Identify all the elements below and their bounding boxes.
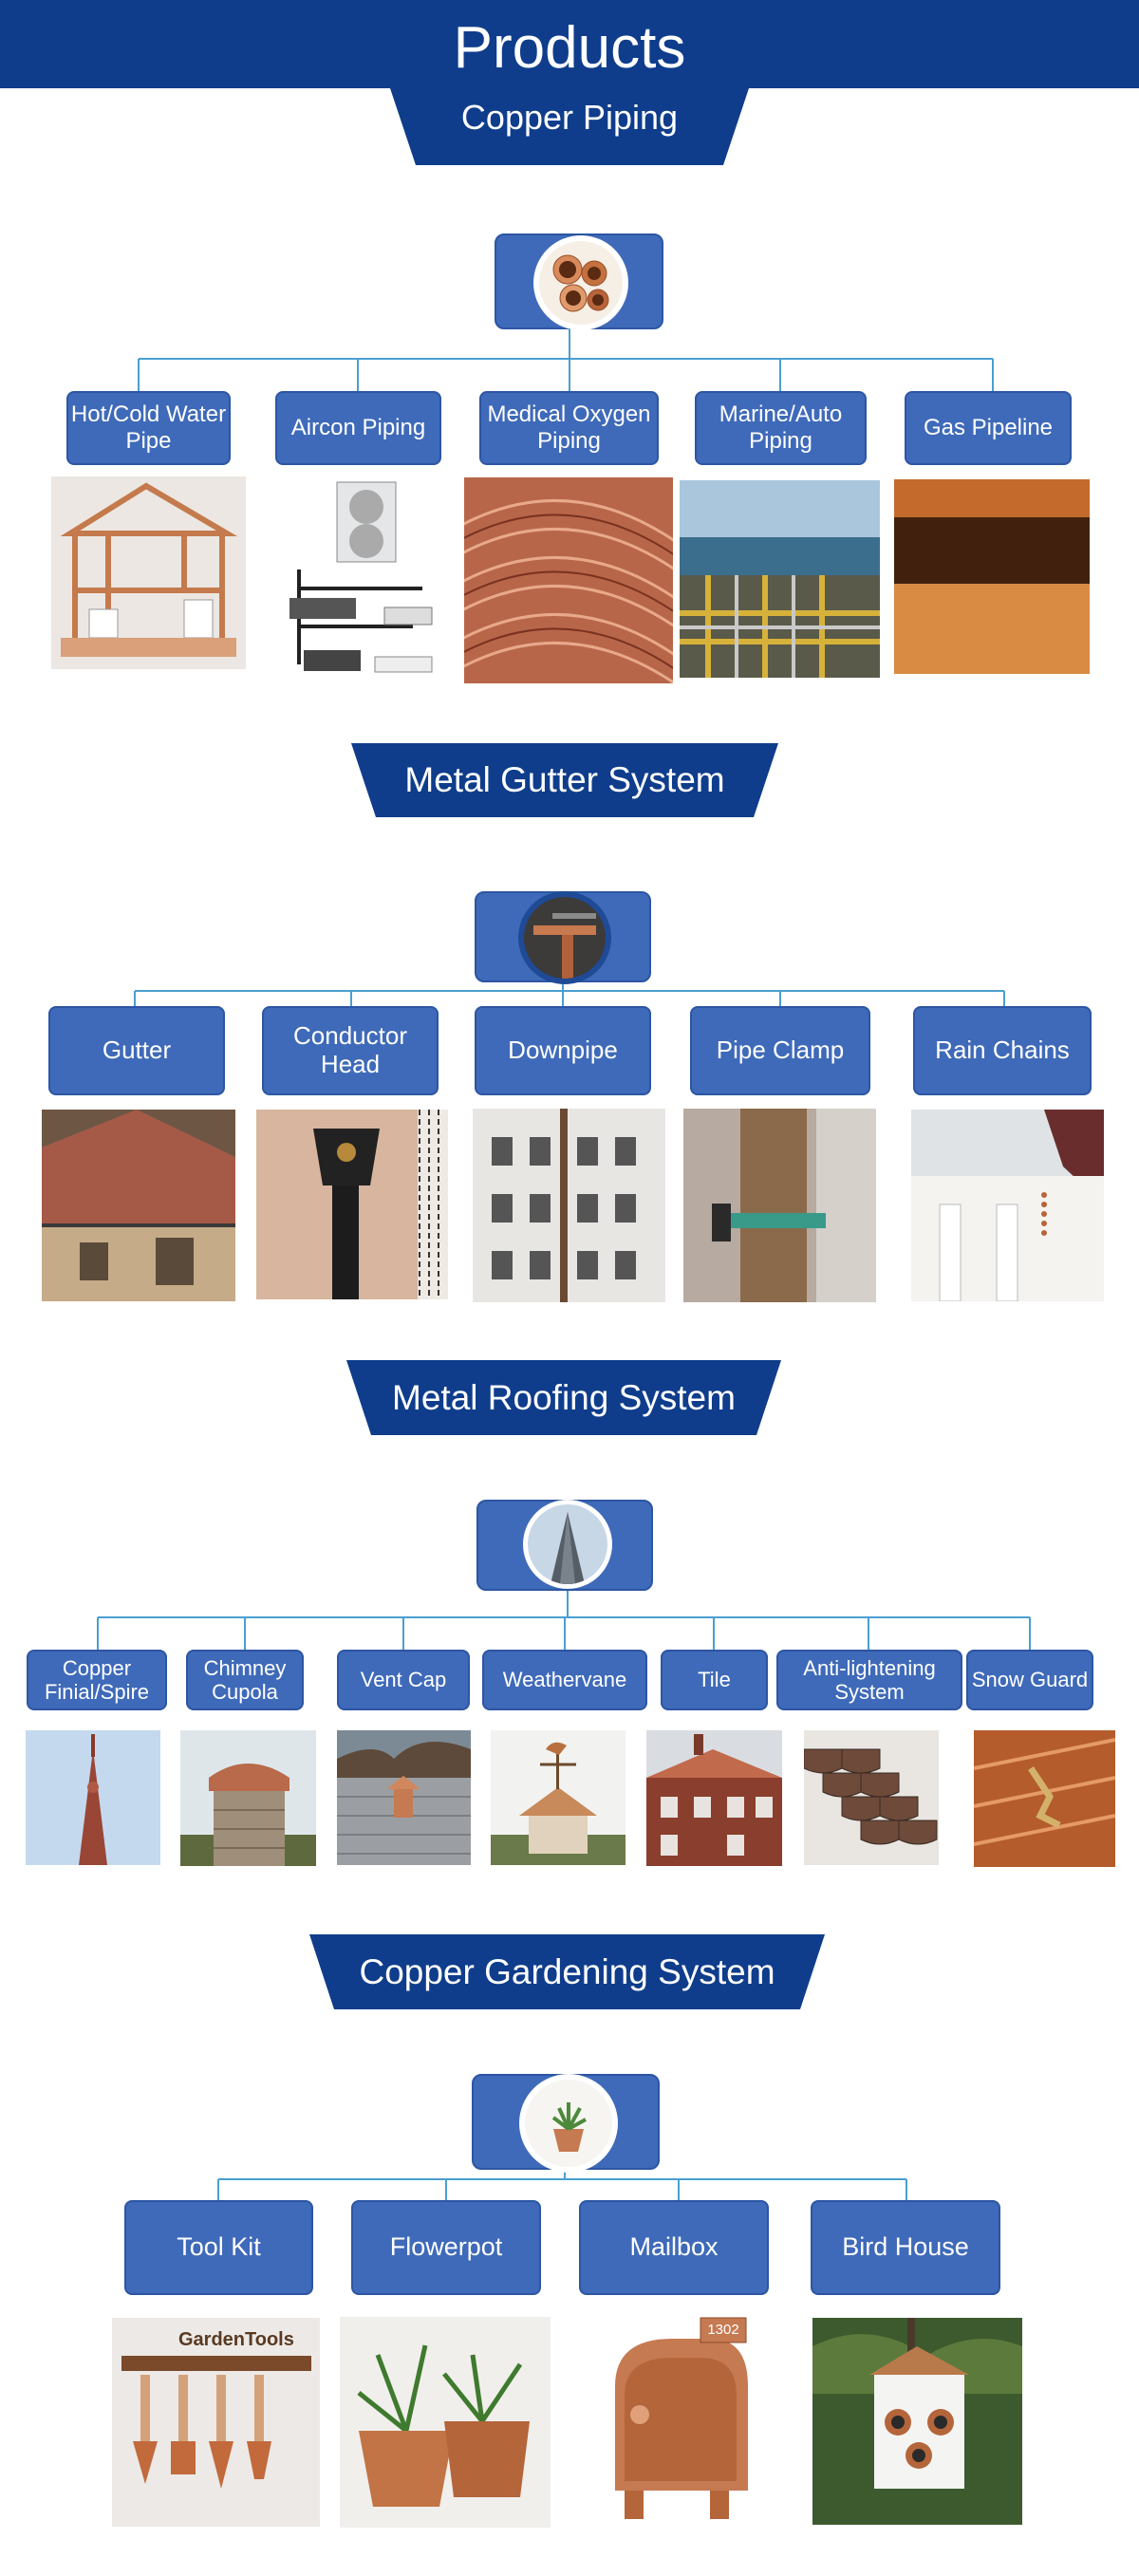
- photo-flowerpot: [340, 2317, 551, 2528]
- photo-conductor-head: [256, 1110, 448, 1299]
- category-medical-oxygen-piping[interactable]: Medical Oxygen Piping: [479, 391, 659, 465]
- photo-anti-lightening-system: [804, 1730, 939, 1865]
- category-snow-guard[interactable]: Snow Guard: [966, 1650, 1093, 1710]
- photo-aircon-piping: [280, 475, 443, 681]
- gutter-icon: [524, 897, 606, 979]
- category-weathervane[interactable]: Weathervane: [482, 1650, 647, 1710]
- photo-bird-house: [812, 2318, 1022, 2525]
- photo-tile: [646, 1730, 782, 1866]
- copper-piping-hub: [495, 233, 663, 330]
- category-bird-house[interactable]: Bird House: [811, 2200, 1000, 2295]
- photo-rain-chains: [911, 1110, 1104, 1301]
- gardening-hub: [472, 2074, 660, 2173]
- photo-marine-auto-piping: [680, 480, 880, 678]
- toolkit-sign-text: GardenTools: [178, 2329, 294, 2350]
- category-chimney-cupola[interactable]: Chimney Cupola: [186, 1650, 304, 1710]
- page-title: Products: [453, 15, 686, 81]
- photo-pipe-clamp: [683, 1109, 876, 1302]
- banner-shape: [351, 743, 778, 817]
- photo-chimney-cupola: [180, 1730, 316, 1866]
- photo-hot-cold-water-pipe: [51, 476, 246, 669]
- category-vent-cap[interactable]: Vent Cap: [337, 1650, 470, 1710]
- flowerpot-icon: [525, 2080, 612, 2167]
- category-rain-chains[interactable]: Rain Chains: [913, 1006, 1092, 1095]
- category-hot-cold-water-pipe[interactable]: Hot/Cold Water Pipe: [66, 391, 231, 465]
- section-banner-copper-piping: Copper Piping: [389, 85, 750, 165]
- gutter-hub: [475, 891, 651, 984]
- category-gas-pipeline[interactable]: Gas Pipeline: [905, 391, 1072, 465]
- photo-mailbox: 1302: [606, 2310, 754, 2529]
- category-tool-kit[interactable]: Tool Kit: [124, 2200, 313, 2295]
- category-anti-lightening-system[interactable]: Anti-lightening System: [776, 1650, 962, 1710]
- category-downpipe[interactable]: Downpipe: [475, 1006, 651, 1095]
- section-title-gutter: Metal Gutter System: [404, 760, 725, 799]
- banner-shape: [389, 85, 750, 165]
- category-mailbox[interactable]: Mailbox: [579, 2200, 769, 2295]
- section-title-copper-piping: Copper Piping: [460, 98, 679, 137]
- category-gutter[interactable]: Gutter: [48, 1006, 225, 1095]
- banner-shape: [309, 1934, 825, 2009]
- category-tile[interactable]: Tile: [661, 1650, 768, 1710]
- banner-shape: [346, 1360, 781, 1435]
- category-conductor-head[interactable]: Conductor Head: [262, 1006, 439, 1095]
- photo-vent-cap: [337, 1730, 471, 1865]
- roofing-hub: [476, 1500, 653, 1591]
- photo-tool-kit: GardenTools: [112, 2318, 320, 2527]
- copper-pipes-icon: [539, 241, 623, 325]
- section-title-gardening: Copper Gardening System: [359, 1951, 775, 1991]
- mailbox-number: 1302: [707, 2322, 739, 2338]
- category-copper-finial-spire[interactable]: Copper Finial/Spire: [27, 1650, 167, 1710]
- header-bar: [0, 0, 1139, 88]
- photo-gas-pipeline: [894, 479, 1090, 674]
- photo-copper-finial-spire: [26, 1730, 160, 1865]
- photo-medical-oxygen-piping: [464, 477, 673, 683]
- section-title-roofing: Metal Roofing System: [392, 1377, 736, 1417]
- category-flowerpot[interactable]: Flowerpot: [351, 2200, 541, 2295]
- category-aircon-piping[interactable]: Aircon Piping: [275, 391, 441, 465]
- category-marine-auto-piping[interactable]: Marine/Auto Piping: [695, 391, 867, 465]
- photo-gutter: [42, 1110, 235, 1301]
- section-banner-gardening: Copper Gardening System: [309, 1934, 825, 2009]
- spire-icon: [528, 1504, 607, 1584]
- photo-snow-guard: [974, 1730, 1115, 1867]
- category-pipe-clamp[interactable]: Pipe Clamp: [690, 1006, 870, 1095]
- section-banner-gutter: Metal Gutter System: [351, 743, 778, 817]
- section-banner-roofing: Metal Roofing System: [346, 1360, 781, 1435]
- photo-weathervane: [491, 1730, 626, 1865]
- photo-downpipe: [473, 1109, 665, 1302]
